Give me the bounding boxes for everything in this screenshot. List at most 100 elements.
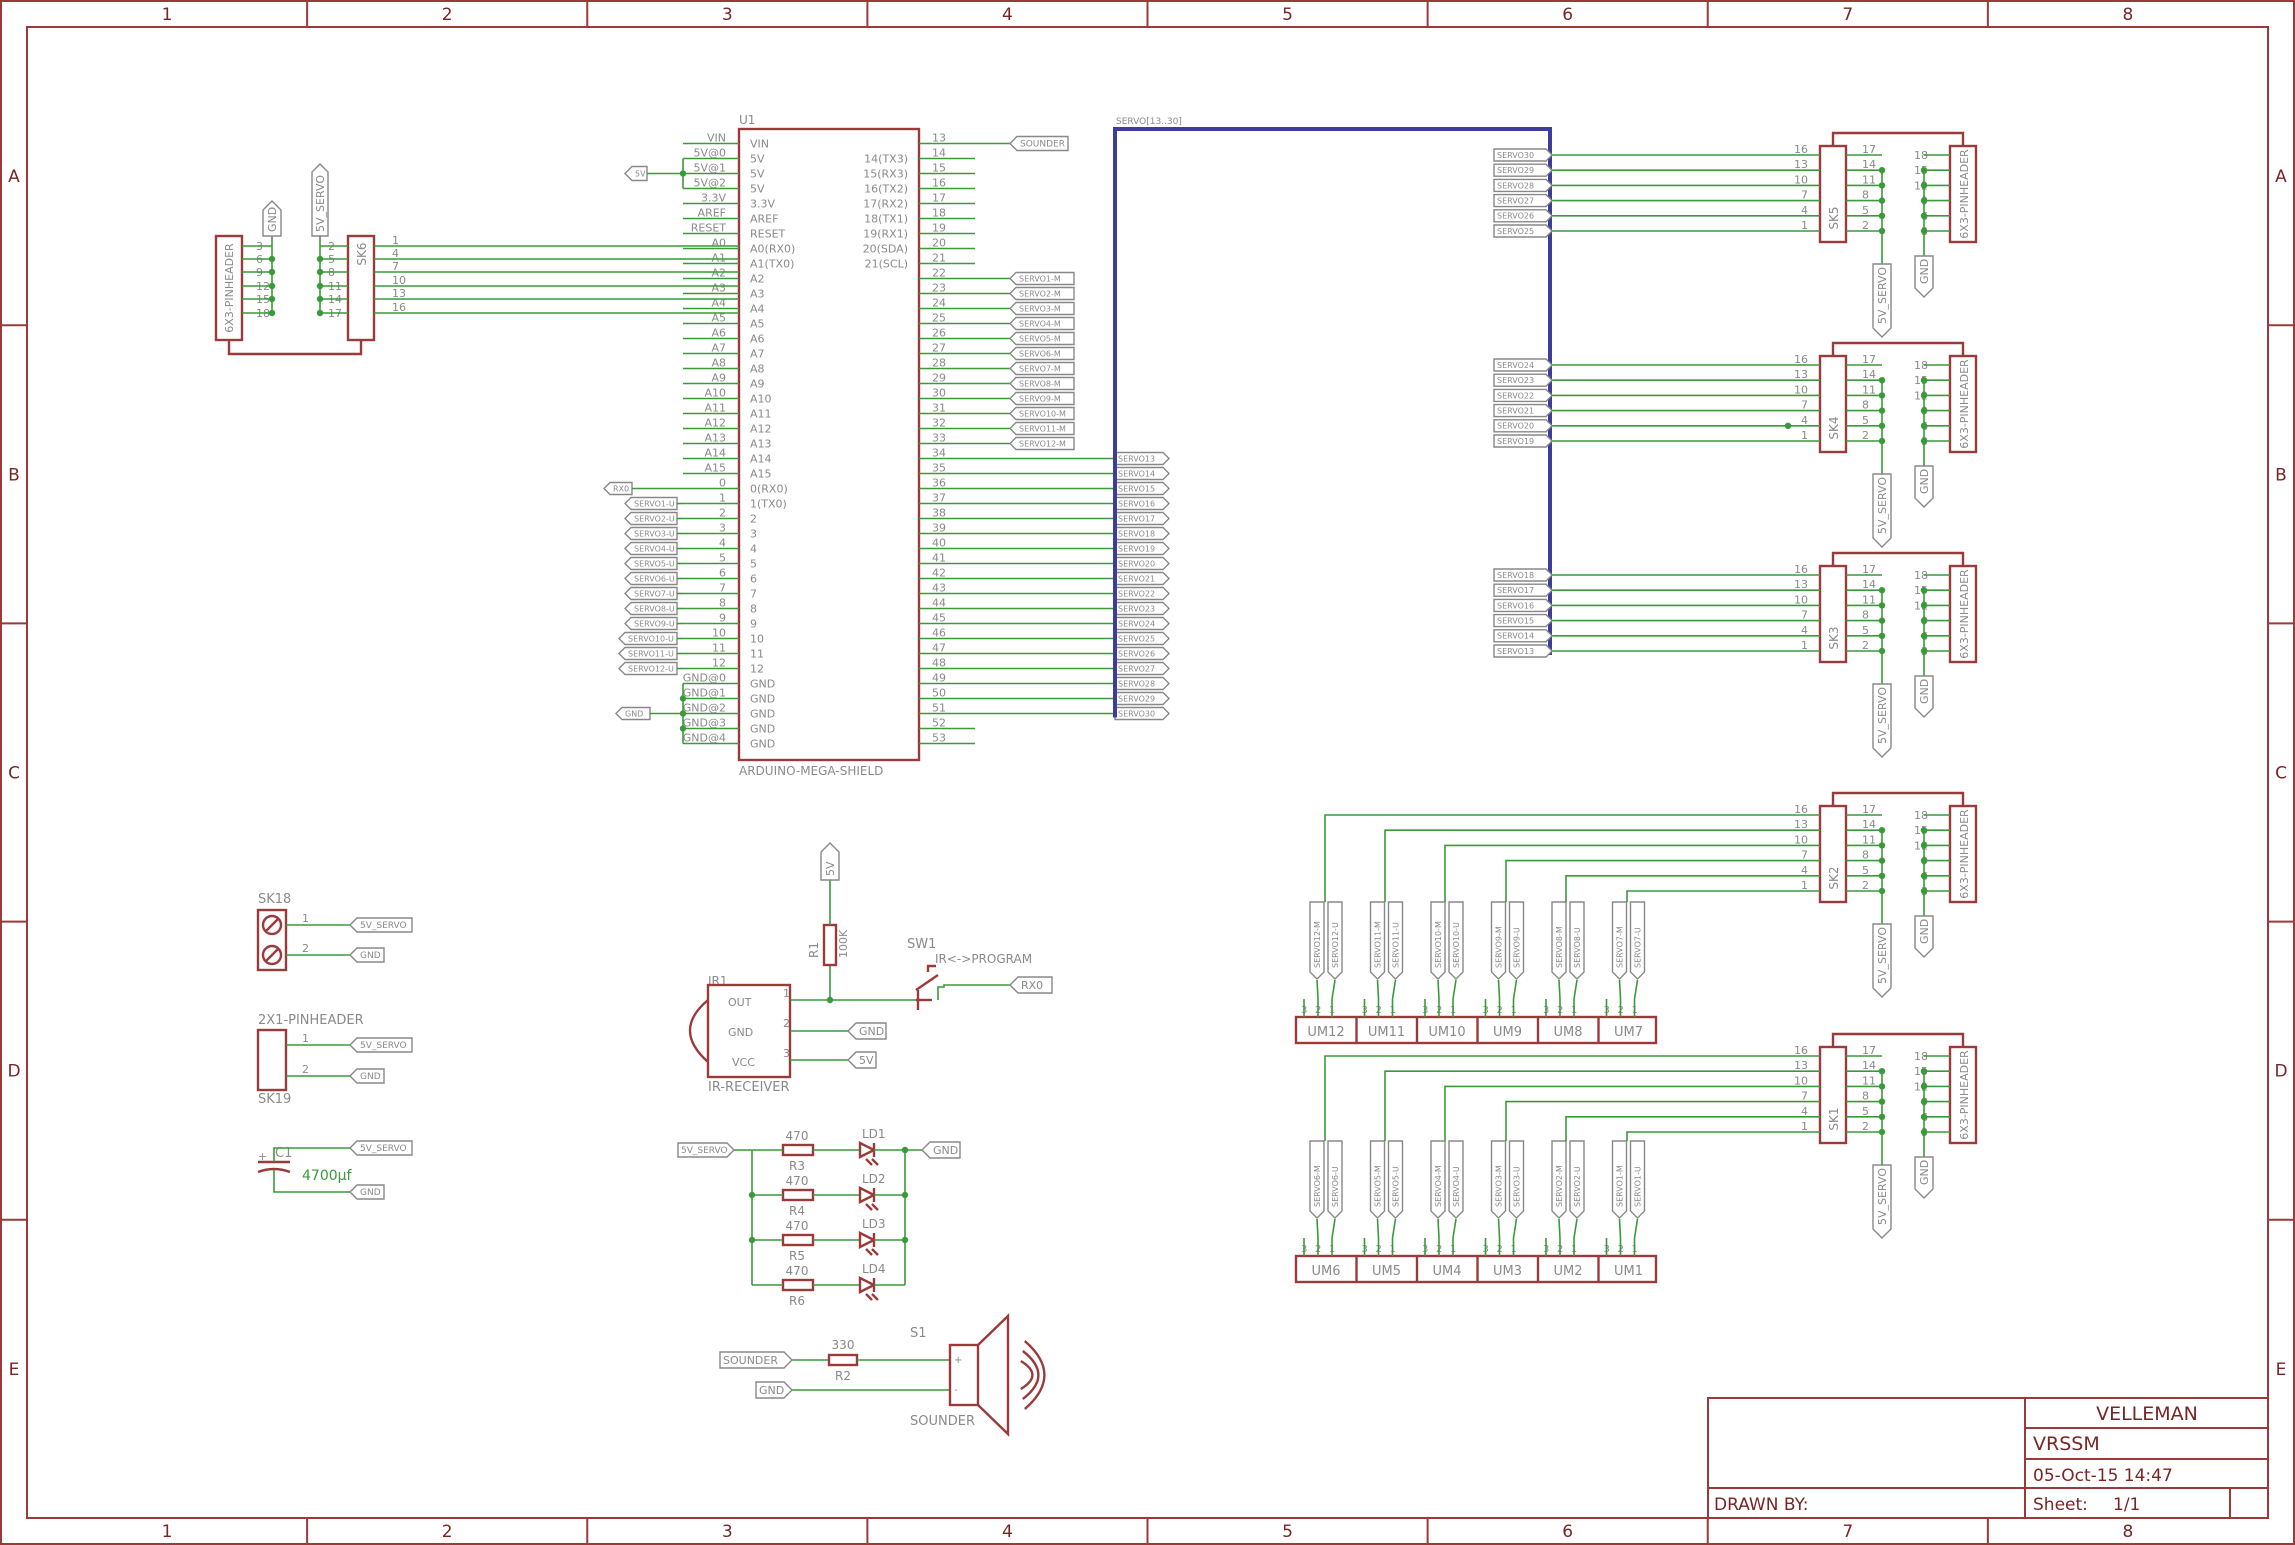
net-label: SERVO12-U [628, 664, 674, 673]
sk18-ref: SK18 [258, 892, 291, 907]
net-label: SERVO15 [1497, 616, 1534, 625]
wire [1331, 1218, 1336, 1239]
pin-func: 11 [750, 648, 764, 661]
header-ref: SK5 [1827, 206, 1841, 229]
net-label: SERVO17 [1118, 514, 1155, 523]
pin-number: 2 [1862, 879, 1869, 892]
pin-number: 4 [1801, 864, 1808, 877]
column-label: 7 [1842, 1522, 1853, 1542]
um-name: UM9 [1493, 1025, 1522, 1040]
net-label-flag [1493, 224, 1553, 238]
net-label: SERVO12-M [1313, 921, 1322, 968]
pin-number: 16 [392, 301, 406, 314]
pin-number: 4 [1801, 1105, 1808, 1118]
column-label: 4 [1002, 5, 1013, 25]
pin-number: 3 [783, 1047, 790, 1060]
pin-func: A0(RX0) [750, 243, 795, 256]
um-row-body [1294, 1015, 1658, 1045]
pin-number: 42 [932, 567, 946, 580]
junction-dot [1920, 197, 1928, 204]
sk19-value: 2X1-PINHEADER [258, 1013, 364, 1028]
pin-number: 17 [1862, 353, 1876, 366]
pin-number: 14 [1862, 1059, 1876, 1072]
pin-number: 24 [932, 297, 946, 310]
pin-func: A6 [750, 333, 765, 346]
wire [1618, 1218, 1622, 1239]
project-name: VRSSM [2033, 1433, 2100, 1455]
junction-dot [1920, 587, 1928, 594]
net-label: GND [360, 1072, 381, 1082]
net-label: SERVO8-M [1555, 926, 1564, 968]
pin-name: 5V@0 [693, 147, 726, 160]
um-name: UM2 [1553, 1264, 1582, 1279]
sk18-body [256, 908, 288, 972]
pin-name: GND@1 [683, 687, 726, 700]
pin-func: A8 [750, 363, 765, 376]
pin-number: 5 [1862, 204, 1869, 217]
pin-number: 2 [302, 942, 309, 955]
pin-func: 1(TX0) [750, 498, 787, 511]
net-label-flag [1493, 209, 1553, 223]
net-label: SERVO9-U [1512, 927, 1521, 968]
row-label: C [8, 764, 20, 784]
pin-func: A14 [750, 453, 772, 466]
pin-number: 1 [302, 912, 309, 925]
wire [1626, 890, 1820, 902]
pin-func: 17(RX2) [863, 198, 908, 211]
pin-func: 14(TX3) [864, 153, 908, 166]
pin-func: 12 [750, 663, 764, 676]
pin-name: 5V@1 [693, 162, 726, 175]
wire [1437, 979, 1440, 1000]
net-label-flag [1493, 163, 1553, 177]
terminal-slash [265, 948, 279, 962]
wire [1558, 1218, 1561, 1239]
net-label: SERVO24 [1118, 619, 1155, 628]
pin-number: 5 [1862, 414, 1869, 427]
pin-func: 18(TX1) [864, 213, 908, 226]
pin-number: 20 [932, 237, 946, 250]
net-label-flag [1872, 683, 1892, 758]
net-label: SERVO14 [1497, 632, 1534, 641]
net-label: SERVO11-U [1391, 922, 1400, 968]
header-ref: SK1 [1827, 1107, 1841, 1130]
resistor-value: 470 [786, 1129, 809, 1143]
pin-number: 13 [1794, 158, 1808, 171]
terminal-screw [261, 944, 283, 966]
junction-dot [1920, 857, 1928, 864]
net-label: SERVO8-U [634, 604, 675, 613]
led-triangle [858, 1276, 877, 1294]
pin-name: RESET [691, 222, 727, 235]
net-label: SERVO3-U [1512, 1166, 1521, 1207]
wire [1505, 859, 1820, 902]
junction-dot [1920, 422, 1928, 429]
pin-name: GND@0 [683, 672, 726, 685]
net-label: GND [933, 1144, 958, 1157]
led-triangle [858, 1186, 877, 1204]
net-label: SERVO25 [1118, 634, 1155, 643]
net-label: SERVO3-U [634, 529, 675, 538]
net-label-flag [1611, 901, 1628, 980]
junction-dot [1920, 1068, 1928, 1075]
net-label-flag [1009, 421, 1075, 436]
wire [1324, 814, 1820, 902]
wire [1633, 1218, 1639, 1239]
net-label-flag [1009, 391, 1075, 406]
junction-dot [1920, 632, 1928, 639]
net-label-flag [1490, 901, 1507, 980]
junction-dot [1784, 422, 1792, 429]
net-label: SERVO25 [1497, 227, 1534, 236]
wire [1573, 1218, 1578, 1239]
wire [1633, 979, 1639, 1000]
junction-dot [1920, 602, 1928, 609]
wire [1626, 1131, 1820, 1141]
net-label-flag [1009, 976, 1053, 994]
net-label-flag [1009, 135, 1069, 152]
net-label-flag [1448, 1140, 1464, 1219]
pin-func: 3 [750, 528, 757, 541]
pin-number: 17 [1862, 1044, 1876, 1057]
pin-name: 5V@2 [693, 177, 726, 190]
pin-func: GND [750, 738, 775, 751]
pin-func: 9 [750, 618, 757, 631]
resistor-body [827, 1353, 859, 1367]
